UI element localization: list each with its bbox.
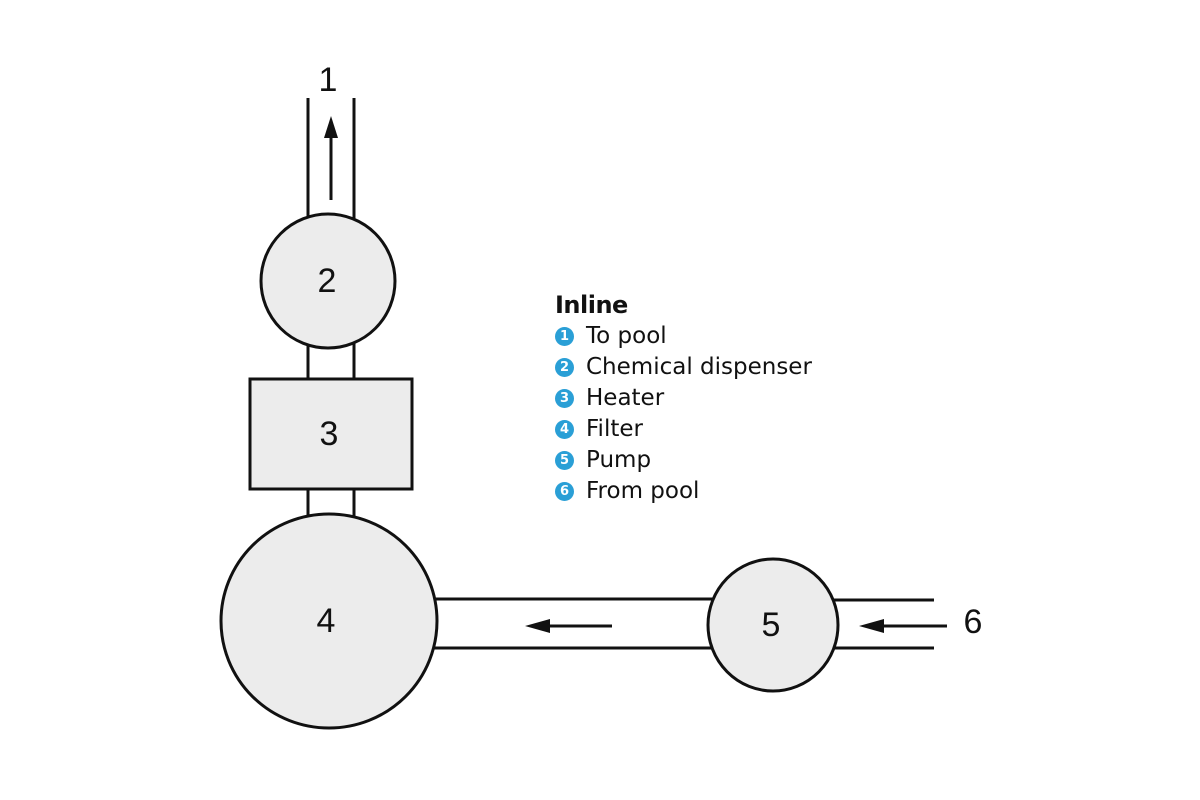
legend-item: 2 Chemical dispenser [555,352,812,383]
pump-node [706,557,840,693]
heater-node [248,377,414,491]
filter-label: 4 [317,602,336,640]
number-badge-icon: 1 [555,327,574,346]
number-badge-icon: 2 [555,358,574,377]
legend-item-label: Chemical dispenser [586,354,812,380]
number-badge-icon: 4 [555,420,574,439]
legend-item: 4 Filter [555,414,812,445]
legend-item-label: From pool [586,478,700,504]
left-arrow-icon [859,619,884,633]
legend-item-label: Filter [586,416,643,442]
filter-node [219,512,439,730]
heater-label: 3 [320,415,339,453]
legend-item: 6 From pool [555,476,812,507]
number-badge-icon: 5 [555,451,574,470]
number-badge-icon: 3 [555,389,574,408]
chemical-dispenser-node [259,212,397,350]
legend-item: 5 Pump [555,445,812,476]
left-arrow-icon [525,619,550,633]
legend-item: 1 To pool [555,321,812,352]
legend-item-label: Pump [586,447,652,473]
number-badge-icon: 6 [555,482,574,501]
pump-label: 5 [762,606,781,644]
chemical-dispenser-label: 2 [318,262,337,300]
legend-item: 3 Heater [555,383,812,414]
label-to-pool: 1 [319,61,338,99]
legend-item-label: Heater [586,385,665,411]
legend-title: Inline [555,291,628,319]
label-from-pool: 6 [964,603,983,641]
legend: Inline 1 To pool 2 Chemical dispenser 3 … [555,290,812,507]
legend-item-label: To pool [586,323,667,349]
up-arrow-icon [324,116,338,138]
